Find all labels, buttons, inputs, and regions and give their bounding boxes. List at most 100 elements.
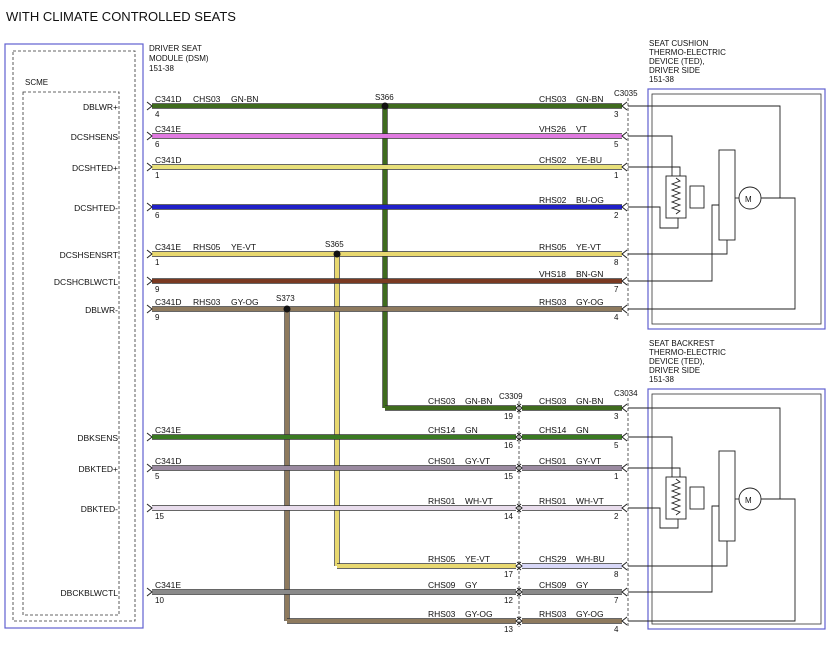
right-color-label-top-1: VT: [576, 124, 587, 134]
signal-label-bottom-3: DBKTED-: [81, 504, 118, 514]
inline-arrow-right-bottom-4: [516, 561, 523, 571]
cushion-label-2: THERMO-ELECTRIC: [649, 48, 726, 57]
mid-pin-label-bottom-2: 15: [504, 472, 513, 481]
mid-pin-label-bottom-5: 12: [504, 596, 513, 605]
right-pin-label-top-4: 8: [614, 258, 619, 267]
cushion-ted-zigzag: [670, 177, 682, 215]
left-circuit-label-top-4: RHS05: [193, 242, 221, 252]
backrest-device-frame: [647, 388, 826, 630]
signal-label-top-0: DBLWR+: [83, 102, 118, 112]
backrest-device-internals: [628, 407, 796, 622]
mid-circuit-label-bottom-6: RHS03: [428, 609, 456, 619]
mid-pin-label-bottom-0: 19: [504, 412, 513, 421]
right-connector-arrow-bottom-6: [621, 616, 628, 626]
left-connector-label-top-0: C341D: [155, 94, 181, 104]
right-pin-label-top-2: 1: [614, 171, 619, 180]
left-connector-label-top-2: C341D: [155, 155, 181, 165]
right-connector-arrow-bottom-2: [621, 463, 628, 473]
right-color-label-bottom-2: GY-VT: [576, 456, 601, 466]
backrest-device-inner: [651, 393, 822, 625]
left-pin-label-top-2: 1: [155, 171, 160, 180]
mid-color-label-bottom-6: GY-OG: [465, 609, 493, 619]
right-color-label-top-3: BU-OG: [576, 195, 604, 205]
signal-label-bottom-1: DBKSENS: [77, 433, 118, 443]
splice-s365-label: S365: [325, 240, 344, 249]
right-pin-label-bottom-2: 1: [614, 472, 619, 481]
left-color-label-top-6: GY-OG: [231, 297, 259, 307]
left-pin-label-top-6: 9: [155, 313, 160, 322]
cushion-device-frame: [647, 88, 826, 330]
left-pin-label-top-1: 6: [155, 140, 160, 149]
right-color-label-top-4: YE-VT: [576, 242, 601, 252]
signal-label-top-1: DCSHSENS: [71, 132, 119, 142]
right-circuit-label-top-2: CHS02: [539, 155, 567, 165]
right-connector-arrow-top-1: [621, 131, 628, 141]
cushion-motor-label: M: [745, 195, 752, 204]
backrest-ted-zigzag: [670, 478, 682, 516]
splice-s366-label: S366: [375, 93, 394, 102]
inline-arrow-right-bottom-1: [516, 432, 523, 442]
inline-arrow-right-bottom-5: [516, 587, 523, 597]
right-pin-label-bottom-3: 2: [614, 512, 619, 521]
mid-circuit-label-bottom-1: CHS14: [428, 425, 456, 435]
right-connector-arrow-top-6: [621, 304, 628, 314]
inline-arrow-right-bottom-3: [516, 503, 523, 513]
signal-label-top-5: DCSHCBLWCTL: [54, 277, 118, 287]
right-circuit-label-top-3: RHS02: [539, 195, 567, 205]
splice-s373-label: S373: [276, 294, 295, 303]
signal-label-bottom-5: DBCKBLWCTL: [61, 588, 119, 598]
right-circuit-label-top-0: CHS03: [539, 94, 567, 104]
mid-color-label-bottom-2: GY-VT: [465, 456, 490, 466]
backrest-label-5: 151-38: [649, 375, 674, 384]
inline-arrow-right-bottom-0: [516, 403, 523, 413]
module-label-1: DRIVER SEAT: [149, 44, 202, 53]
right-color-label-bottom-6: GY-OG: [576, 609, 604, 619]
right-color-label-top-6: GY-OG: [576, 297, 604, 307]
left-connector-arrow-top-5: [146, 276, 153, 286]
right-circuit-label-bottom-2: CHS01: [539, 456, 567, 466]
right-color-label-top-5: BN-GN: [576, 269, 603, 279]
cushion-device-inner: [651, 93, 822, 325]
splice-s373-dot: [283, 305, 291, 313]
mid-color-label-bottom-1: GN: [465, 425, 478, 435]
right-circuit-label-bottom-6: RHS03: [539, 609, 567, 619]
left-pin-label-bottom-2: 5: [155, 472, 160, 481]
left-circuit-label-top-6: RHS03: [193, 297, 221, 307]
signal-label-top-3: DCSHTED-: [74, 203, 118, 213]
right-circuit-label-bottom-3: RHS01: [539, 496, 567, 506]
left-connector-arrow-top-1: [146, 131, 153, 141]
right-pin-label-bottom-5: 7: [614, 596, 619, 605]
mid-color-label-bottom-3: WH-VT: [465, 496, 493, 506]
cushion-label-4: DRIVER SIDE: [649, 66, 700, 75]
right-connector-arrow-top-3: [621, 202, 628, 212]
backrest-label-3: DEVICE (TED),: [649, 357, 705, 366]
backrest-label-4: DRIVER SIDE: [649, 366, 700, 375]
right-connector-arrow-top-5: [621, 276, 628, 286]
splice-s365-dot: [333, 250, 341, 258]
mid-color-label-bottom-5: GY: [465, 580, 478, 590]
mid-circuit-label-bottom-0: CHS03: [428, 396, 456, 406]
mid-color-label-bottom-4: YE-VT: [465, 554, 490, 564]
cushion-label-3: DEVICE (TED),: [649, 57, 705, 66]
signal-label-top-6: DBLWR-: [85, 305, 118, 315]
left-connector-arrow-top-4: [146, 249, 153, 259]
right-circuit-label-top-1: VHS26: [539, 124, 566, 134]
right-pin-label-bottom-4: 8: [614, 570, 619, 579]
left-connector-label-bottom-5: C341E: [155, 580, 181, 590]
left-connector-arrow-bottom-3: [146, 503, 153, 513]
right-connector-arrow-top-0: [621, 101, 628, 111]
right-connector-arrow-bottom-5: [621, 587, 628, 597]
cushion-connector-label: C3035: [614, 89, 638, 98]
left-pin-label-top-5: 9: [155, 285, 160, 294]
backrest-switch-element: [689, 486, 705, 510]
right-circuit-label-bottom-5: CHS09: [539, 580, 567, 590]
left-connector-arrow-bottom-1: [146, 432, 153, 442]
splice-s366-dot: [381, 102, 389, 110]
scme-label: SCME: [25, 78, 48, 87]
left-pin-label-top-4: 1: [155, 258, 160, 267]
scme-dashed: [22, 91, 120, 616]
cushion-device-internals: [628, 105, 796, 310]
right-color-label-bottom-1: GN: [576, 425, 589, 435]
left-connector-label-top-1: C341E: [155, 124, 181, 134]
right-circuit-label-top-6: RHS03: [539, 297, 567, 307]
